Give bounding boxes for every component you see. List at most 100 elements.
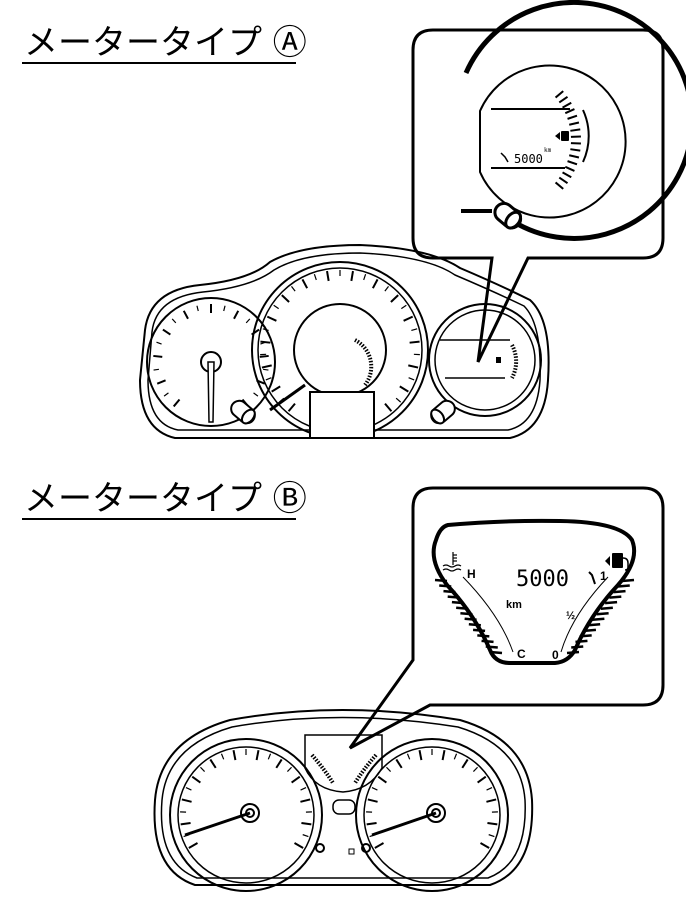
- fuel-pump-icon: [555, 131, 569, 141]
- tick-mark: [266, 315, 277, 322]
- tick-mark: [286, 766, 292, 772]
- odometer-unit: km: [506, 599, 522, 611]
- tick-mark: [181, 798, 192, 803]
- left-gauge: [169, 738, 323, 892]
- tick-mark: [384, 402, 393, 412]
- tick-mark: [472, 766, 478, 772]
- tick-mark: [617, 584, 630, 588]
- tick-mark: [267, 753, 272, 760]
- tick-mark: [558, 95, 569, 104]
- tick-mark: [399, 385, 409, 393]
- temp-high-label: H: [467, 567, 476, 581]
- lcd-display: [479, 64, 627, 219]
- tick-mark: [374, 842, 385, 849]
- tick-mark: [570, 148, 581, 152]
- tick-mark: [408, 377, 415, 381]
- tick-mark: [464, 617, 477, 622]
- tick-mark: [220, 753, 225, 760]
- tick-mark: [301, 278, 309, 289]
- tick-mark: [363, 274, 367, 281]
- meter-a-section: メータータイプ Ⓐ km 5000: [22, 0, 686, 439]
- odometer-value: 5000: [516, 567, 569, 592]
- tick-mark: [300, 787, 307, 791]
- tick-mark: [486, 798, 497, 803]
- tick-mark: [487, 821, 498, 826]
- tick-mark: [460, 611, 473, 616]
- tick-mark: [301, 821, 312, 826]
- wrench-icon: [500, 152, 509, 163]
- tick-mark: [196, 305, 199, 312]
- fuel-half-label: ½: [566, 610, 575, 622]
- tick-mark: [472, 628, 486, 633]
- display-panel: [431, 518, 637, 665]
- tick-mark: [451, 600, 465, 605]
- tick-mark: [156, 341, 162, 345]
- tick-mark: [191, 775, 201, 784]
- tick-mark: [350, 270, 354, 282]
- tick-mark: [261, 364, 272, 369]
- tick-mark: [485, 645, 498, 649]
- tick-mark: [579, 634, 592, 638]
- tick-mark: [613, 589, 626, 594]
- tick-mark: [409, 340, 420, 344]
- tick-mark: [162, 328, 171, 336]
- tick-mark: [481, 639, 494, 644]
- tick-mark: [562, 171, 572, 179]
- tick-mark: [253, 392, 259, 397]
- tick-mark: [411, 328, 418, 332]
- fuel-pump-icon: [605, 553, 629, 571]
- tick-mark: [302, 834, 309, 838]
- tick-mark: [172, 398, 181, 408]
- tick-mark: [371, 278, 379, 289]
- tick-mark: [571, 645, 584, 649]
- tick-mark: [291, 775, 301, 784]
- tick-mark: [609, 595, 622, 599]
- meter-b-title: メータータイプ Ⓑ: [24, 479, 307, 519]
- meter-a-callout: km 5000: [411, 0, 686, 363]
- tick-mark: [171, 318, 177, 324]
- tick-mark: [461, 758, 469, 769]
- center-display: [304, 734, 383, 793]
- tick-mark: [200, 766, 206, 772]
- tick-mark: [403, 315, 414, 322]
- tachometer: [146, 297, 276, 427]
- meter-b-callout: H C 5000 km 1 ½ 0: [348, 486, 665, 750]
- right-gauge: [355, 738, 509, 892]
- tick-mark: [554, 90, 564, 99]
- tick-mark: [386, 766, 392, 772]
- tick-mark: [443, 589, 456, 594]
- tick-mark: [486, 787, 493, 791]
- tick-mark: [260, 340, 271, 344]
- tick-mark: [558, 176, 569, 185]
- tick-mark: [621, 578, 635, 583]
- tick-mark: [489, 650, 503, 655]
- meter-a-cluster: [138, 243, 550, 439]
- tick-mark: [273, 304, 279, 310]
- tick-mark: [367, 798, 378, 803]
- tick-mark: [406, 753, 411, 760]
- tick-mark: [390, 294, 399, 303]
- trip-reset-knob: [493, 201, 523, 230]
- tick-mark: [479, 842, 490, 849]
- right-gauge-needle: [371, 811, 437, 837]
- tick-mark: [570, 128, 581, 132]
- meter-b-cluster: [153, 709, 534, 892]
- tick-mark: [377, 775, 387, 784]
- tick-mark: [488, 834, 495, 838]
- tick-mark: [604, 600, 618, 605]
- coolant-temperature-icon: [442, 552, 462, 572]
- tick-mark: [575, 639, 588, 644]
- fuel-empty-label: 0: [552, 648, 559, 662]
- tick-mark: [313, 274, 317, 281]
- tick-mark: [395, 758, 403, 769]
- tick-mark: [255, 750, 260, 761]
- tick-mark: [418, 750, 423, 761]
- tick-mark: [477, 775, 487, 784]
- tick-mark: [291, 286, 296, 292]
- tick-mark: [588, 623, 601, 627]
- tick-mark: [259, 354, 269, 358]
- tick-mark: [153, 368, 159, 371]
- tick-mark: [447, 595, 460, 599]
- tick-mark: [188, 842, 199, 849]
